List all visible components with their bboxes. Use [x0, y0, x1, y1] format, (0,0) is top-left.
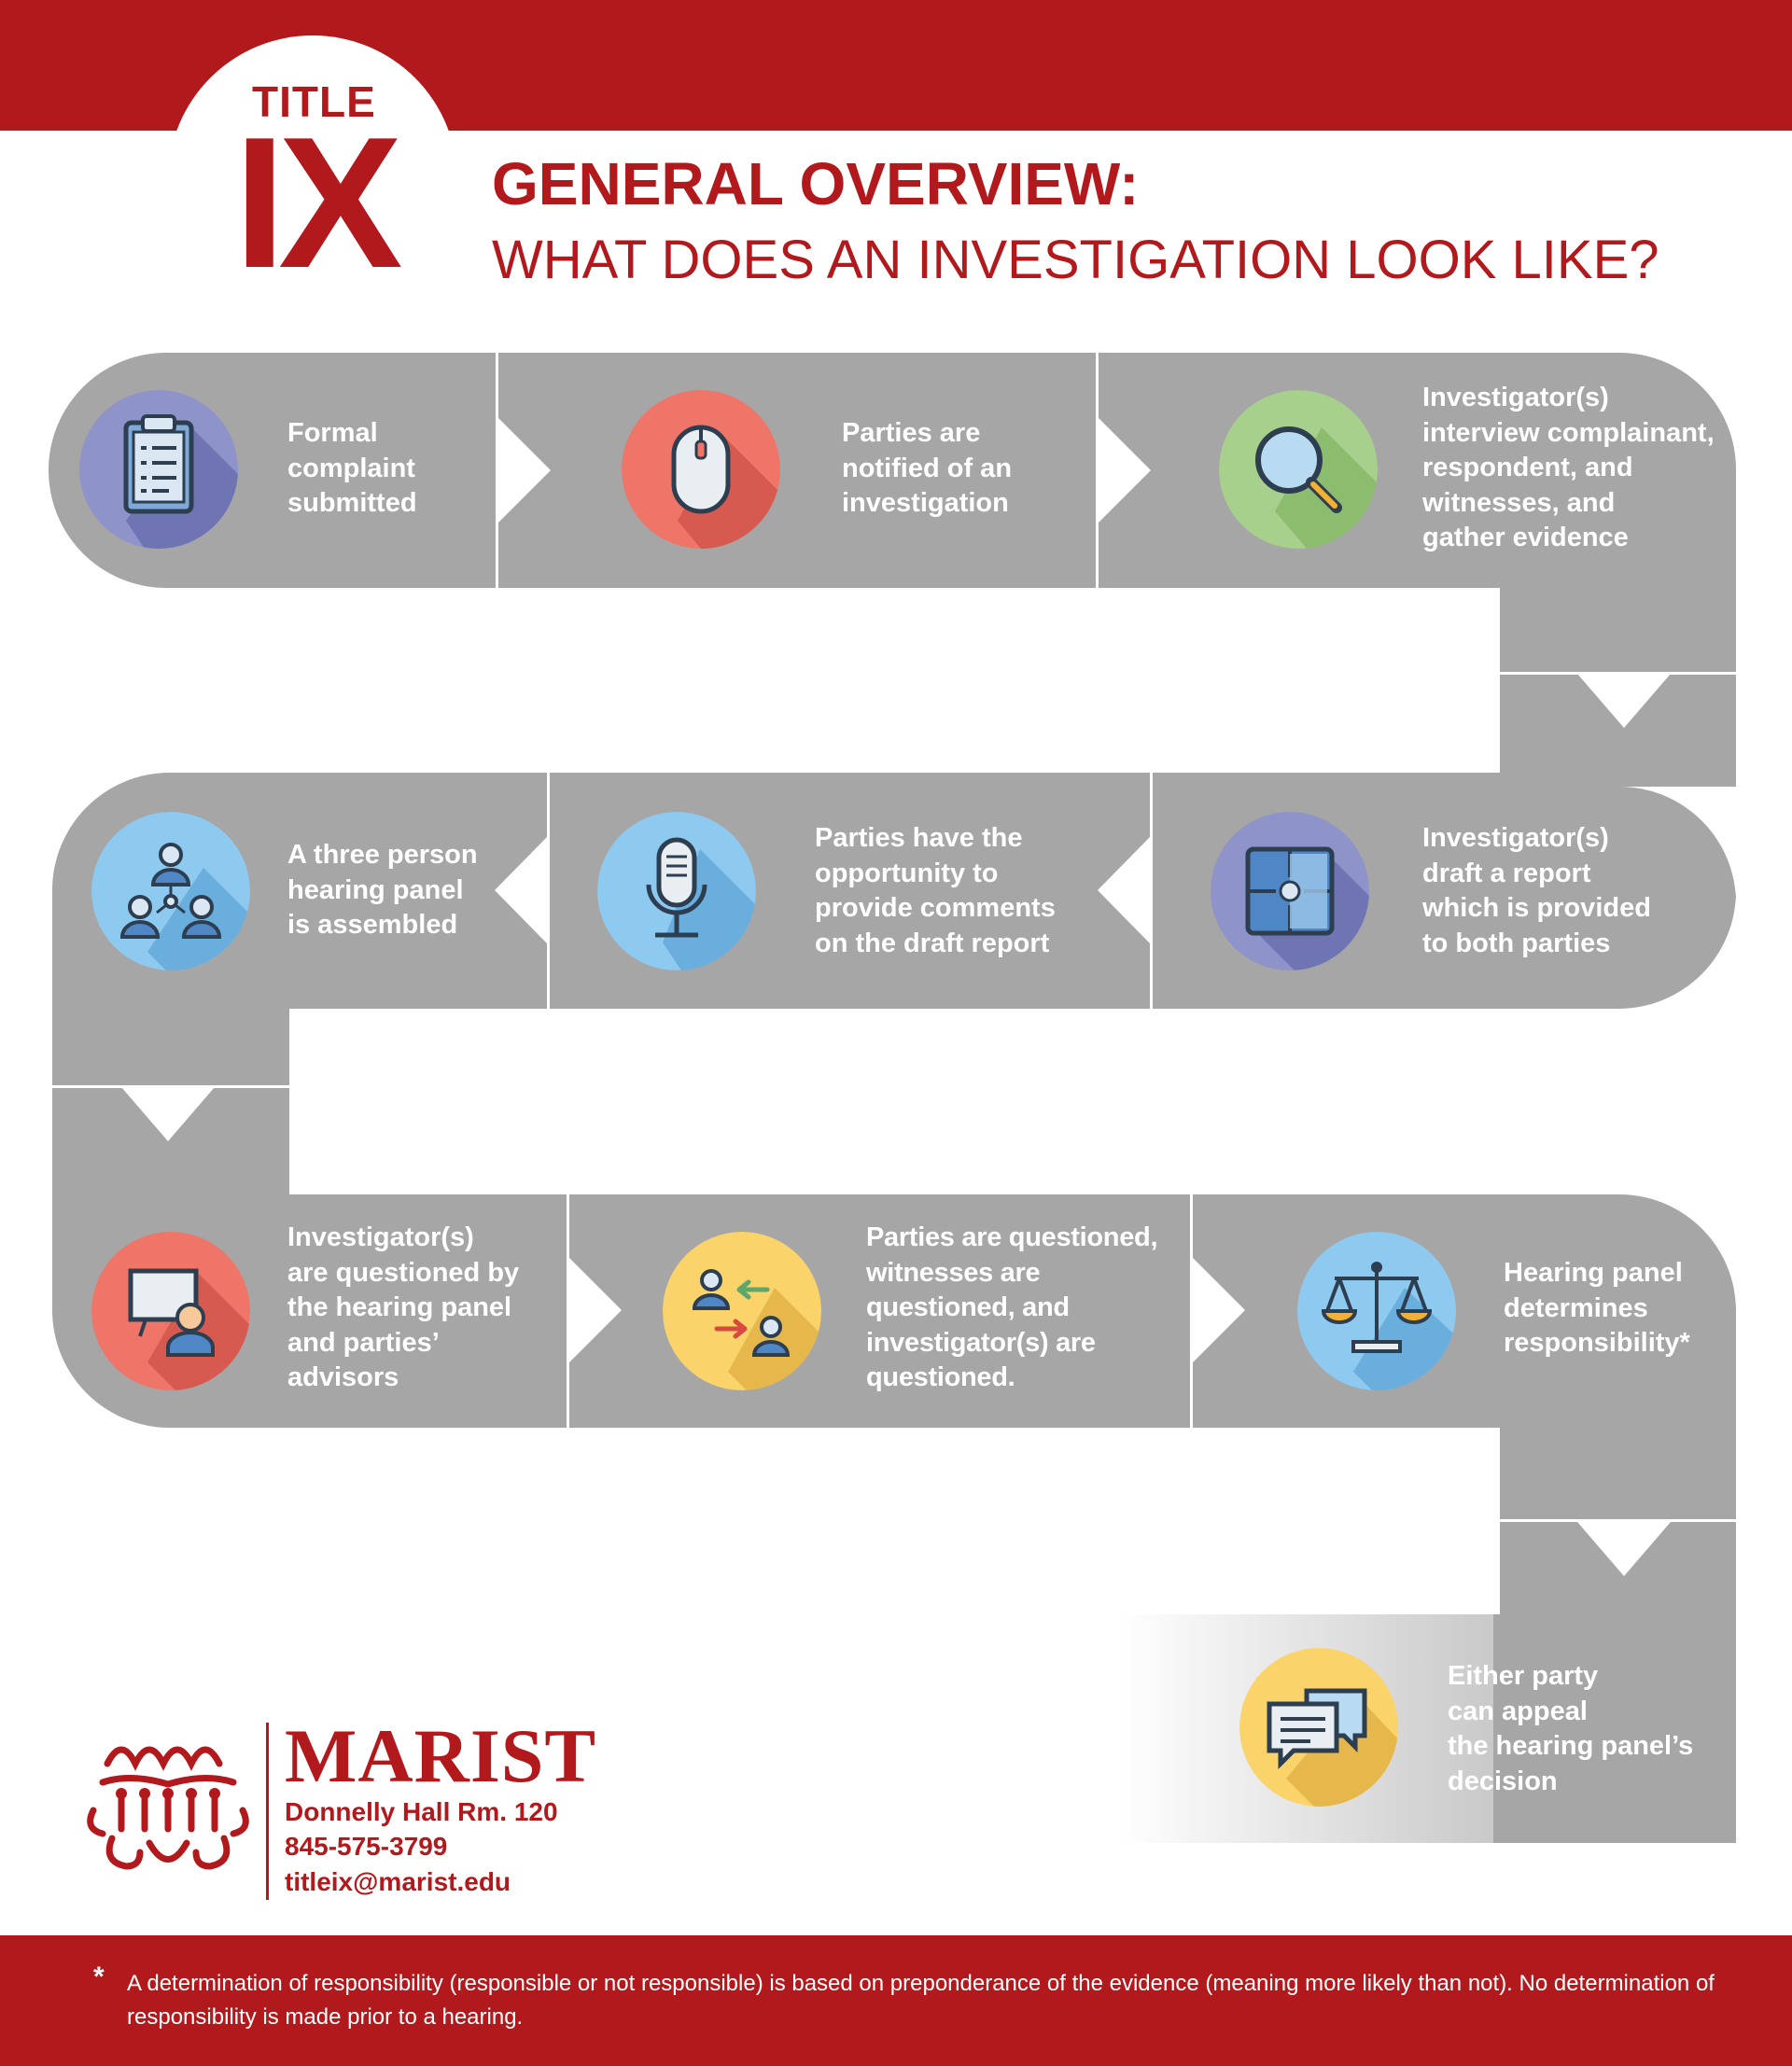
step-2-text: Parties are notified of an investigation — [842, 418, 1013, 518]
page-subtitle: WHAT DOES AN INVESTIGATION LOOK LIKE? — [492, 230, 1659, 290]
chat-icon — [1239, 1648, 1398, 1807]
step-10-text: Either party can appeal the hearing pane… — [1448, 1661, 1694, 1796]
step-6-text: A three person hearing panel is assemble… — [287, 840, 478, 940]
step-4-text: Investigator(s) draft a report which is … — [1422, 823, 1651, 958]
page-title: GENERAL OVERVIEW: — [492, 150, 1140, 217]
contact-email[interactable]: titleix@marist.edu — [285, 1867, 511, 1896]
step-7-text: Investigator(s) are questioned by the he… — [287, 1222, 520, 1392]
clipboard-icon — [79, 390, 238, 549]
exchange-icon — [663, 1232, 821, 1390]
title-badge — [168, 35, 457, 325]
title-numeral: IX — [233, 99, 403, 307]
step-8-text: Parties are questioned, witnesses are qu… — [866, 1222, 1158, 1392]
footer-banner — [0, 1935, 1792, 2066]
footnote-text: A determination of responsibility (respo… — [127, 1971, 1715, 2030]
path-connector-1 — [1500, 674, 1736, 787]
step-3-text: Investigator(s) interview complainant, r… — [1422, 383, 1715, 552]
logo-divider — [266, 1723, 269, 1900]
step-separators — [52, 353, 1736, 1576]
marist-wordmark: MARIST — [285, 1713, 597, 1798]
footnote-marker: * — [93, 1961, 105, 1992]
contact-phone[interactable]: 845-575-3799 — [285, 1832, 448, 1861]
title-label: TITLE — [252, 77, 376, 126]
scales-icon — [1297, 1232, 1456, 1390]
step-1-text: Formal complaint submitted — [287, 418, 417, 518]
step-5-text: Parties have the opportunity to provide … — [815, 823, 1056, 958]
microphone-icon — [597, 812, 756, 970]
marist-emblem-logo — [87, 1746, 249, 1870]
path-connector-2 — [52, 1087, 289, 1194]
team-icon — [91, 812, 250, 970]
magnifier-icon — [1219, 390, 1378, 549]
puzzle-icon — [1211, 812, 1369, 970]
step-9-text: Hearing panel determines responsibility* — [1504, 1258, 1690, 1358]
presenter-icon — [91, 1232, 250, 1390]
contact-room: Donnelly Hall Rm. 120 — [285, 1797, 558, 1826]
mouse-icon — [622, 390, 780, 549]
